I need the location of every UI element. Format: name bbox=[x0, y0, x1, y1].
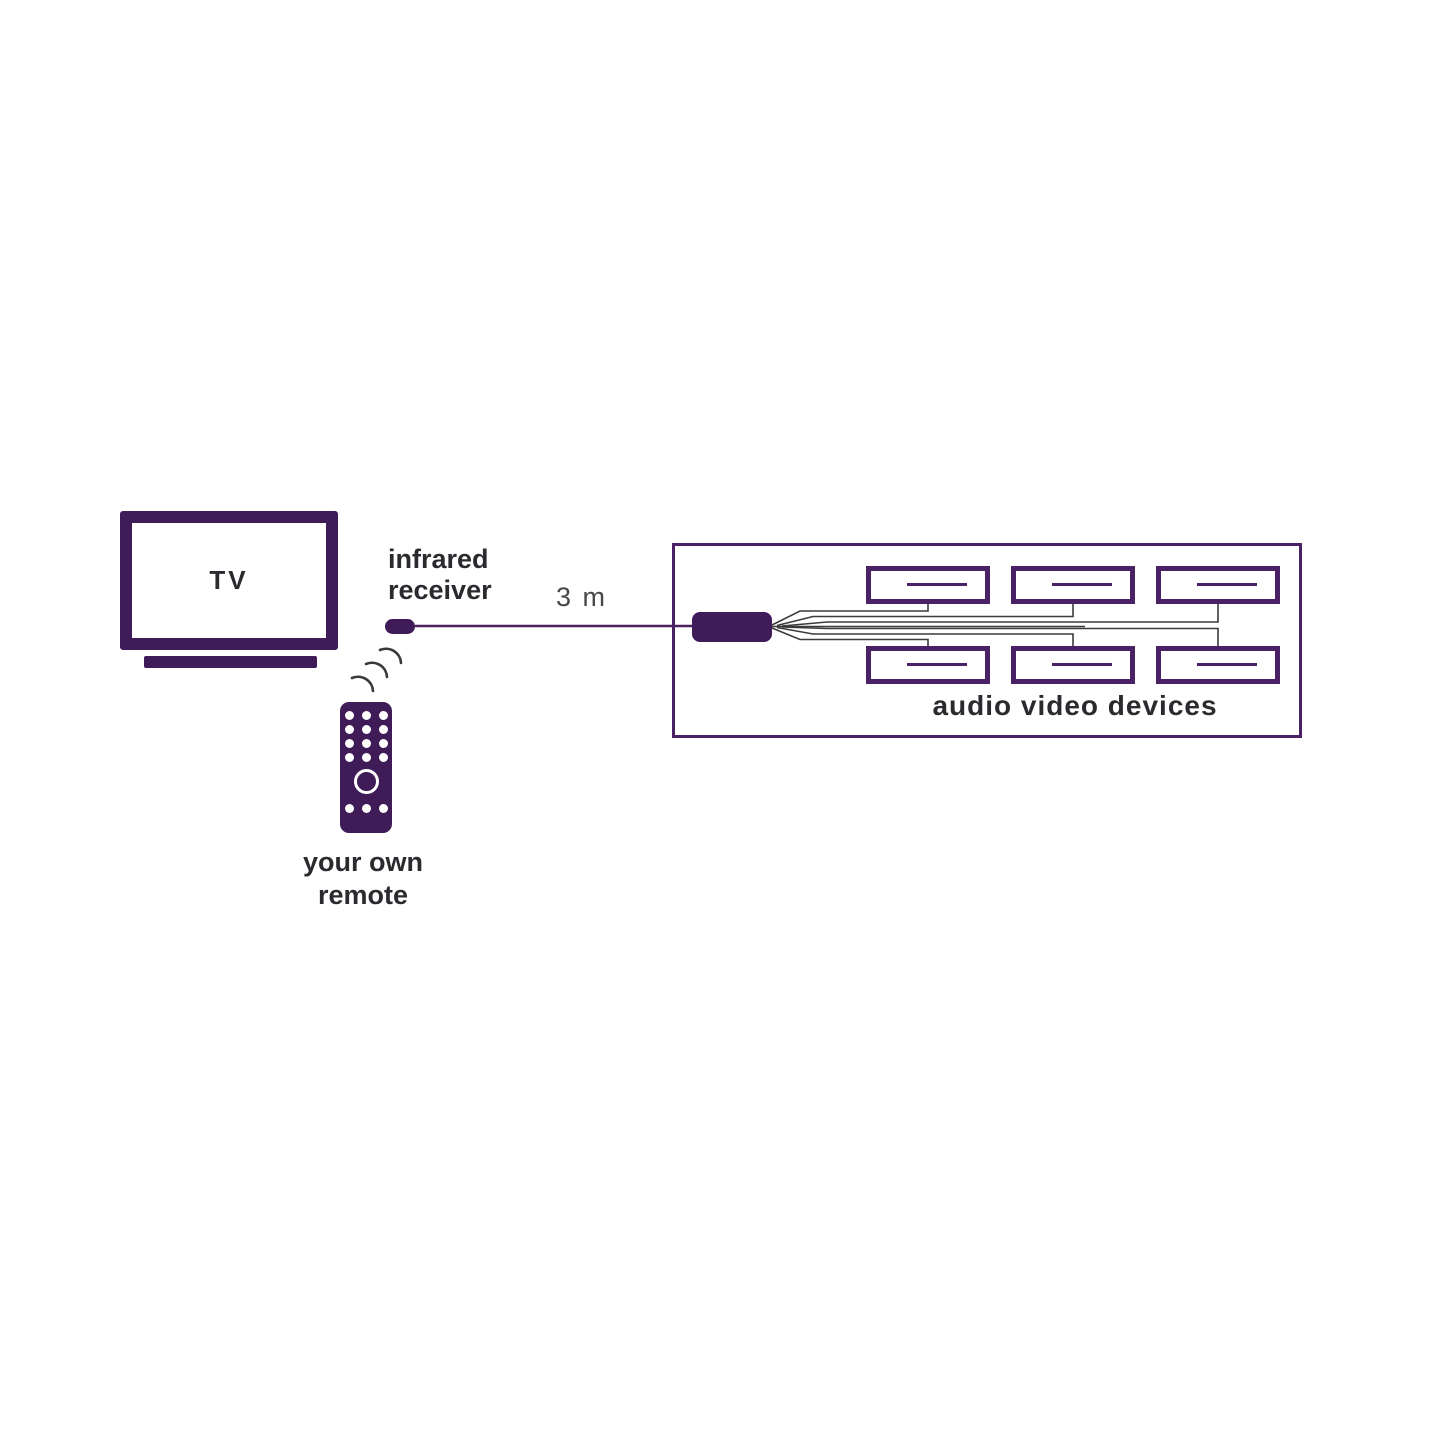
av-device-3 bbox=[1156, 566, 1280, 604]
tv-label: TV bbox=[209, 565, 249, 595]
audio-video-devices-box bbox=[672, 543, 1302, 738]
tv-stand bbox=[144, 656, 317, 668]
remote-button-dot bbox=[378, 711, 388, 720]
remote-button-dot bbox=[361, 711, 371, 720]
your-own-remote-label: your own remote bbox=[303, 847, 423, 910]
remote-button-dot bbox=[361, 739, 371, 748]
remote-button-dot bbox=[361, 725, 371, 734]
ir-receiver-node bbox=[385, 619, 415, 634]
ir-wave-1 bbox=[350, 675, 375, 693]
av-device-4 bbox=[866, 646, 990, 684]
remote-button-dot bbox=[361, 804, 371, 813]
device-slot bbox=[907, 583, 967, 586]
av-device-1 bbox=[866, 566, 990, 604]
remote-button-dot bbox=[378, 804, 388, 813]
remote-button-dot bbox=[344, 711, 354, 720]
remote-button-dot bbox=[378, 753, 388, 762]
remote-control-icon bbox=[340, 702, 392, 833]
av-device-5 bbox=[1011, 646, 1135, 684]
remote-ok-ring bbox=[353, 769, 379, 794]
remote-button-dot bbox=[378, 739, 388, 748]
cable-length-label: 3 m bbox=[556, 582, 608, 612]
remote-button-dot bbox=[378, 725, 388, 734]
device-slot bbox=[1197, 583, 1257, 586]
av-device-2 bbox=[1011, 566, 1135, 604]
infrared-receiver-label: infrared receiver bbox=[388, 544, 492, 605]
device-slot bbox=[1052, 583, 1112, 586]
device-slot bbox=[1197, 663, 1257, 666]
remote-bottom-buttons bbox=[344, 804, 388, 813]
remote-button-dot bbox=[344, 753, 354, 762]
audio-video-devices-label: audio video devices bbox=[932, 690, 1218, 721]
ir-wave-3 bbox=[378, 647, 403, 665]
device-slot bbox=[1052, 663, 1112, 666]
remote-button-dot bbox=[344, 725, 354, 734]
ir-wave-2 bbox=[364, 661, 389, 679]
remote-button-dot bbox=[344, 804, 354, 813]
device-slot bbox=[907, 663, 967, 666]
remote-button-dot bbox=[344, 739, 354, 748]
av-device-6 bbox=[1156, 646, 1280, 684]
ir-waves-icon bbox=[350, 647, 403, 693]
remote-buttons-grid bbox=[344, 711, 388, 762]
tv-icon: TV bbox=[120, 511, 338, 650]
remote-button-dot bbox=[361, 753, 371, 762]
